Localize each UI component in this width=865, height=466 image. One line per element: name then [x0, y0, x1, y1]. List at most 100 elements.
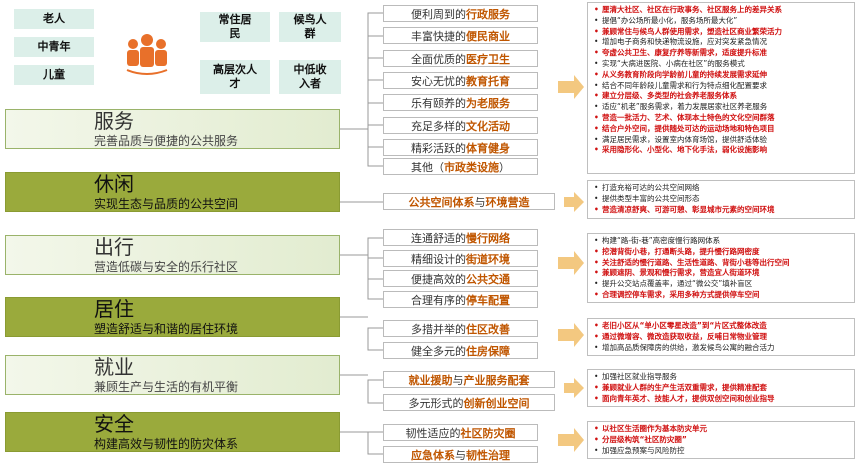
bullet-icon: • [594, 393, 599, 403]
note-line: •加强应急预案与风险防控 [594, 446, 850, 457]
note-line: •增加电子商务和快递物流设施，应对突发紧急情况 [594, 37, 850, 48]
bullet-icon: • [594, 145, 599, 155]
item-slow-network: 连通舒适的慢行网络 [383, 229, 538, 246]
population-young-adult: 中青年 [14, 37, 94, 57]
category-service: 服务 完善品质与便捷的公共服务 [5, 109, 340, 149]
population-talents: 高层次人才 [200, 60, 270, 94]
note-line: •兼顾遮阴、景观和慢行需求，营造宜人街道环境 [594, 268, 850, 279]
bullet-icon: • [594, 112, 599, 122]
note-line: •满足居民需求，设置室内体育场馆，提供舒适体验 [594, 135, 850, 146]
bullet-icon: • [594, 193, 599, 203]
note-text: 打造充裕可达的公共空间网络 [602, 183, 700, 192]
note-line: •从义务教育阶段向学龄前儿童的持续发展需求延伸 [594, 70, 850, 81]
note-text: 增加高品质保障房的供给，激发候鸟公寓的融合活力 [602, 342, 775, 352]
note-text: 挖潜背街小巷，打通断头路，提升慢行路网密度 [602, 246, 760, 256]
note-text: 提供类型丰富的公共空间形态 [602, 193, 700, 203]
bullet-icon: • [594, 445, 599, 455]
note-line: •适应“机老”服务需求，着力发展居家社区养老服务 [594, 102, 850, 113]
bullet-icon: • [594, 424, 599, 433]
note-text: 以社区生活圈作为基本防灾单元 [602, 424, 707, 433]
note-text: 兼顾常住与候鸟人群使用需求，塑造社区商业繁荣活力 [602, 26, 782, 36]
note-line: •加强社区就业指导服务 [594, 372, 850, 383]
bullet-icon: • [594, 15, 599, 25]
note-text: 从义务教育阶段向学龄前儿童的持续发展需求延伸 [602, 69, 767, 79]
item-innovation-space: 多元形式的创新创业空间 [383, 394, 555, 411]
item-parking: 合理有序的停车配置 [383, 291, 538, 308]
note-line: •构建“路-街-巷”高密度慢行路网体系 [594, 236, 850, 247]
note-text: 增加电子商务和快递物流设施，应对突发紧急情况 [602, 37, 767, 47]
category-subtitle: 塑造舒适与和谐的居住环境 [94, 321, 239, 336]
item-healthcare: 全面优质的医疗卫生 [383, 50, 538, 67]
note-line: •关注舒适的慢行道路、生活性道路、背街小巷等出行空间 [594, 258, 850, 269]
note-text: 合理调控停车需求，采用多种方式提供停车空间 [602, 289, 760, 299]
note-text: 加强应急预案与风险防控 [602, 445, 685, 455]
note-text: 营造一批活力、艺术、体现本土特色的文化空间群落 [602, 112, 775, 122]
note-text: 老旧小区从“单小区零星改造”到“片区式整体改造 [602, 321, 767, 330]
note-text: 建立分层级、多类型的社会养老服务体系 [602, 91, 737, 101]
note-line: •老旧小区从“单小区零星改造”到“片区式整体改造 [594, 321, 850, 332]
note-text: 提升公交站点覆盖率，通过“微公交”填补盲区 [602, 279, 753, 289]
notes-service: •厘清大社区、社区在行政事务、社区服务上的差异关系•提倡“办公场所最小化，服务场… [587, 2, 855, 174]
bullet-icon: • [594, 246, 599, 256]
bullet-icon: • [594, 37, 599, 47]
note-text: 适应“机老”服务需求，着力发展居家社区养老服务 [602, 102, 768, 112]
arrow-icon-safety [558, 428, 584, 452]
note-line: •提升公交站点覆盖率，通过“微公交”填补盲区 [594, 279, 850, 290]
item-elderly-service: 乐有颐养的为老服务 [383, 94, 538, 111]
item-education: 安心无忧的教育托育 [383, 72, 538, 89]
note-line: •营造清凉舒爽、可游可憩、彰显城市元素的空间环境 [594, 205, 850, 216]
item-housing-security: 健全多元的住房保障 [383, 342, 538, 359]
note-text: 加强社区就业指导服务 [602, 372, 677, 381]
note-text: 实现“大病进医院、小病在社区”的服务模式 [602, 58, 745, 68]
category-subtitle: 完善品质与便捷的公共服务 [94, 133, 239, 148]
notes-housing: •老旧小区从“单小区零星改造”到“片区式整体改造•通过微增容、微改造获取收益，反… [587, 318, 855, 356]
item-public-transit: 便捷高效的公共交通 [383, 270, 538, 287]
bullet-icon: • [594, 204, 599, 214]
note-line: •提供类型丰富的公共空间形态 [594, 194, 850, 205]
bullet-icon: • [594, 321, 599, 330]
bullet-icon: • [594, 257, 599, 267]
category-title: 出行 [94, 234, 134, 259]
note-line: •合理调控停车需求，采用多种方式提供停车空间 [594, 290, 850, 301]
arrow-icon-housing [558, 323, 584, 347]
bullet-icon: • [594, 123, 599, 133]
category-title: 安全 [94, 411, 134, 436]
item-disaster-circle: 韧性适应的社区防灾圈 [383, 424, 538, 441]
category-leisure: 休闲 实现生态与品质的公共空间 [5, 172, 340, 212]
population-low-income: 中低收入者 [279, 60, 341, 94]
item-employment-aid: 就业援助与产业服务配套 [383, 371, 555, 388]
note-line: •兼顾常住与候鸟人群使用需求，塑造社区商业繁荣活力 [594, 27, 850, 38]
category-employment: 就业 兼顾生产与生活的有机平衡 [5, 355, 340, 395]
bullet-icon: • [594, 372, 599, 381]
note-text: 关注舒适的慢行道路、生活性道路、背街小巷等出行空间 [602, 257, 790, 267]
note-line: •夸虚公共卫生、康复疗养等新需求，适度提升标准 [594, 48, 850, 59]
item-street-environment: 精细设计的街道环境 [383, 250, 538, 267]
note-line: •采用隐形化、小型化、地下化手法，弱化设施影响 [594, 145, 850, 156]
item-culture: 充足多样的文化活动 [383, 117, 538, 134]
notes-employment: •加强社区就业指导服务•兼顾就业人群的生产生活双重需求，提供精准配套•面向青年英… [587, 369, 855, 407]
note-text: 分层级构筑“社区防灾圈” [602, 434, 687, 444]
category-title: 休闲 [94, 171, 134, 196]
note-text: 采用隐形化、小型化、地下化手法，弱化设施影响 [602, 145, 767, 155]
item-convenience-commerce: 丰富快捷的便民商业 [383, 27, 538, 44]
note-text: 兼顾就业人群的生产生活双重需求，提供精准配套 [602, 382, 767, 392]
bullet-icon: • [594, 289, 599, 299]
bullet-icon: • [594, 26, 599, 36]
arrow-icon-employment [564, 378, 584, 398]
bullet-icon: • [594, 183, 599, 192]
bullet-icon: • [594, 48, 599, 58]
item-emergency-system: 应急体系与韧性治理 [383, 446, 538, 463]
category-safety: 安全 构建高效与韧性的防灾体系 [5, 412, 340, 452]
arrow-icon-leisure [564, 192, 584, 212]
item-municipal: 其他（市政类设施） [383, 158, 538, 175]
category-title: 居住 [94, 296, 134, 321]
bullet-icon: • [594, 279, 599, 289]
bullet-icon: • [594, 434, 599, 444]
note-line: •结合户外空间，提供随处可达的运动场地和特色项目 [594, 124, 850, 135]
note-line: •增加高品质保障房的供给，激发候鸟公寓的融合活力 [594, 343, 850, 354]
bullet-icon: • [594, 236, 599, 245]
note-text: 营造清凉舒爽、可游可憩、彰显城市元素的空间环境 [602, 204, 775, 214]
notes-safety: •以社区生活圈作为基本防灾单元•分层级构筑“社区防灾圈”•加强应急预案与风险防控 [587, 421, 855, 459]
note-text: 兼顾遮阴、景观和慢行需求，营造宜人街道环境 [602, 268, 760, 278]
bullet-icon: • [594, 58, 599, 68]
